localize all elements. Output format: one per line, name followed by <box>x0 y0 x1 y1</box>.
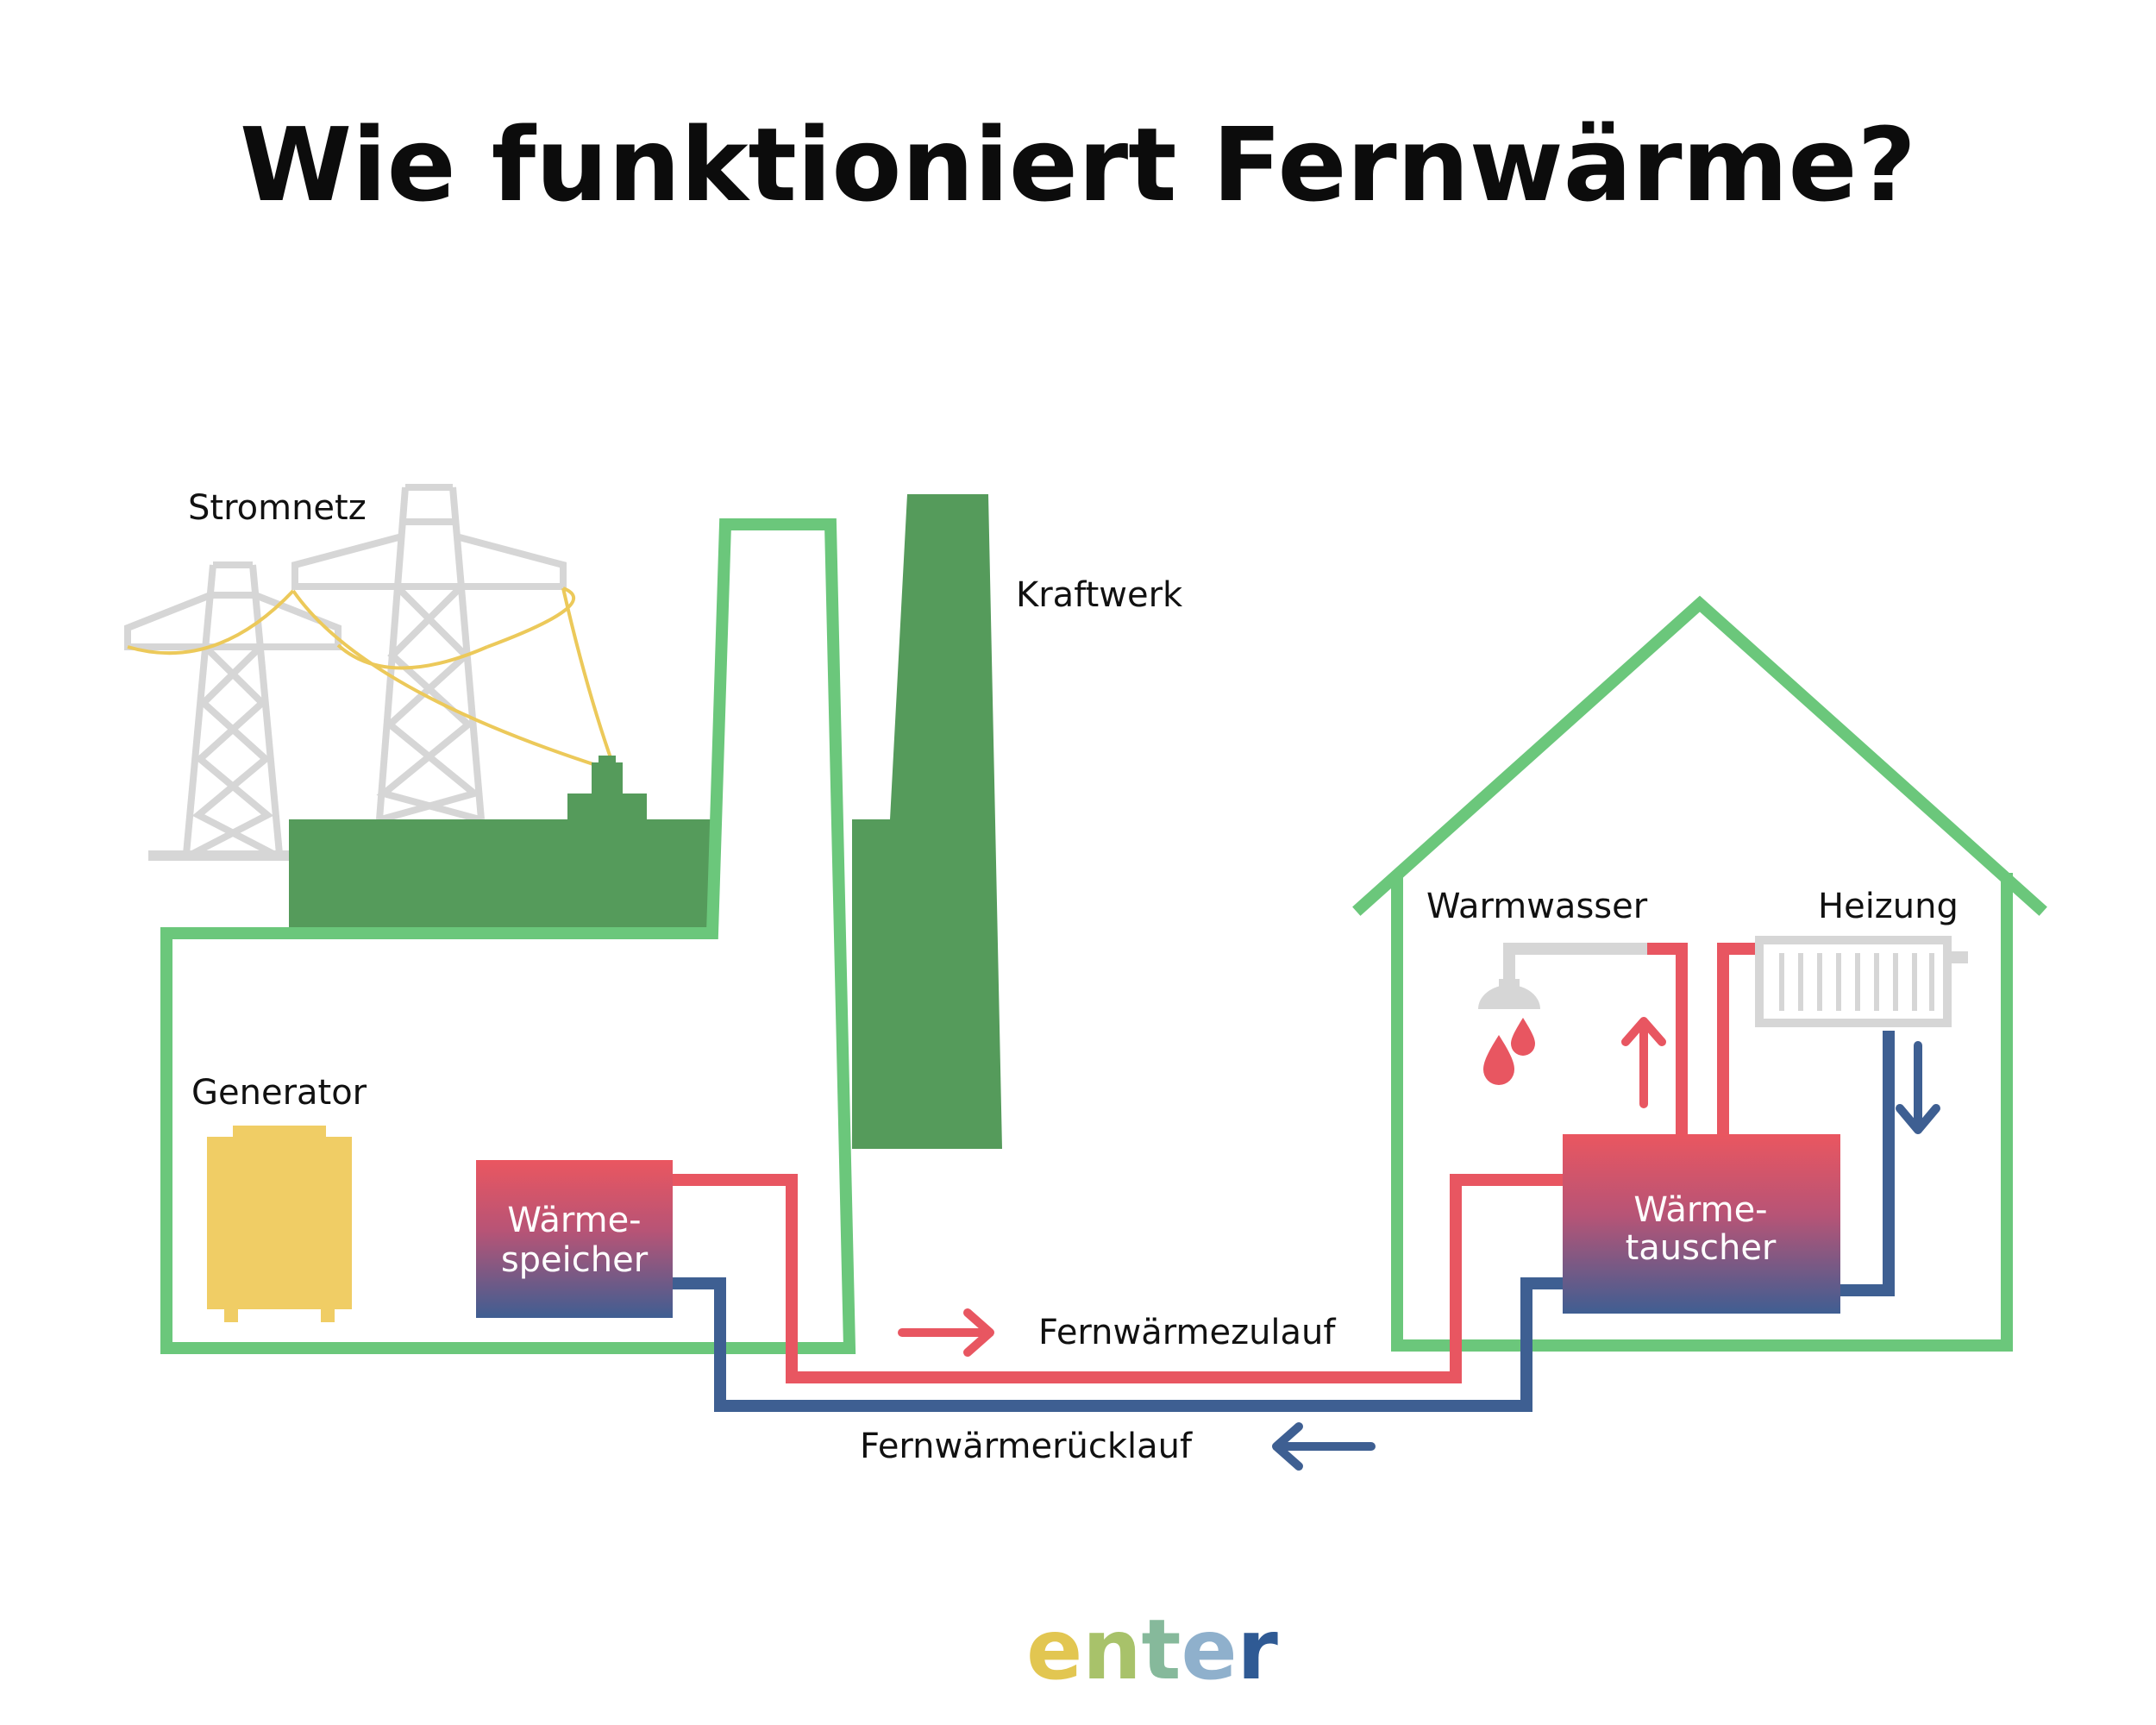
house-outline <box>1352 595 2047 916</box>
page-title: Wie funktioniert Fernwärme? <box>240 105 1916 224</box>
label-fernwaermezulauf: Fernwärmezulauf <box>1038 1313 1336 1352</box>
generator-icon <box>207 1126 352 1322</box>
label-heizung: Heizung <box>1818 887 1959 926</box>
return-arrow-icon <box>1272 1422 1376 1471</box>
label-kraftwerk: Kraftwerk <box>1016 575 1183 615</box>
heat-storage-label-line2: speicher <box>501 1240 649 1280</box>
down-arrow-icon <box>1896 1041 1940 1134</box>
logo-letter: e <box>1026 1602 1082 1698</box>
heat-exchanger-label-line2: tauscher <box>1626 1228 1777 1268</box>
supply-arrow-icon <box>898 1308 994 1357</box>
shower-icon <box>1478 979 1540 1009</box>
water-drops-icon <box>1483 1018 1535 1085</box>
enter-logo: enter <box>1026 1602 1278 1698</box>
heat-storage-label-line1: Wärme- <box>507 1201 641 1240</box>
logo-letter: e <box>1181 1602 1237 1698</box>
label-fernwaermeruecklauf: Fernwärmerücklauf <box>860 1427 1193 1466</box>
power-towers <box>124 484 567 861</box>
logo-letter: r <box>1238 1602 1279 1698</box>
heat-exchanger-label-line1: Wärme- <box>1633 1190 1767 1230</box>
radiator-icon <box>1755 936 1968 1027</box>
return-pipe <box>673 1031 1895 1412</box>
up-arrow-icon <box>1621 1017 1666 1108</box>
supply-pipe <box>673 943 1759 1383</box>
power-plant-outline <box>160 518 856 1354</box>
power-lines <box>127 586 616 769</box>
label-stromnetz: Stromnetz <box>188 488 367 528</box>
label-warmwasser: Warmwasser <box>1426 887 1648 926</box>
logo-letter: t <box>1142 1602 1181 1698</box>
large-power-tower <box>291 484 567 823</box>
label-generator: Generator <box>191 1073 367 1113</box>
warm-water-pipe <box>1503 943 1647 983</box>
logo-letter: n <box>1082 1602 1141 1698</box>
heat-storage: Wärme- speicher <box>476 1160 673 1318</box>
house <box>1352 595 2047 1352</box>
power-plant <box>160 494 1002 1354</box>
heat-exchanger: Wärme- tauscher <box>1563 1134 1840 1314</box>
